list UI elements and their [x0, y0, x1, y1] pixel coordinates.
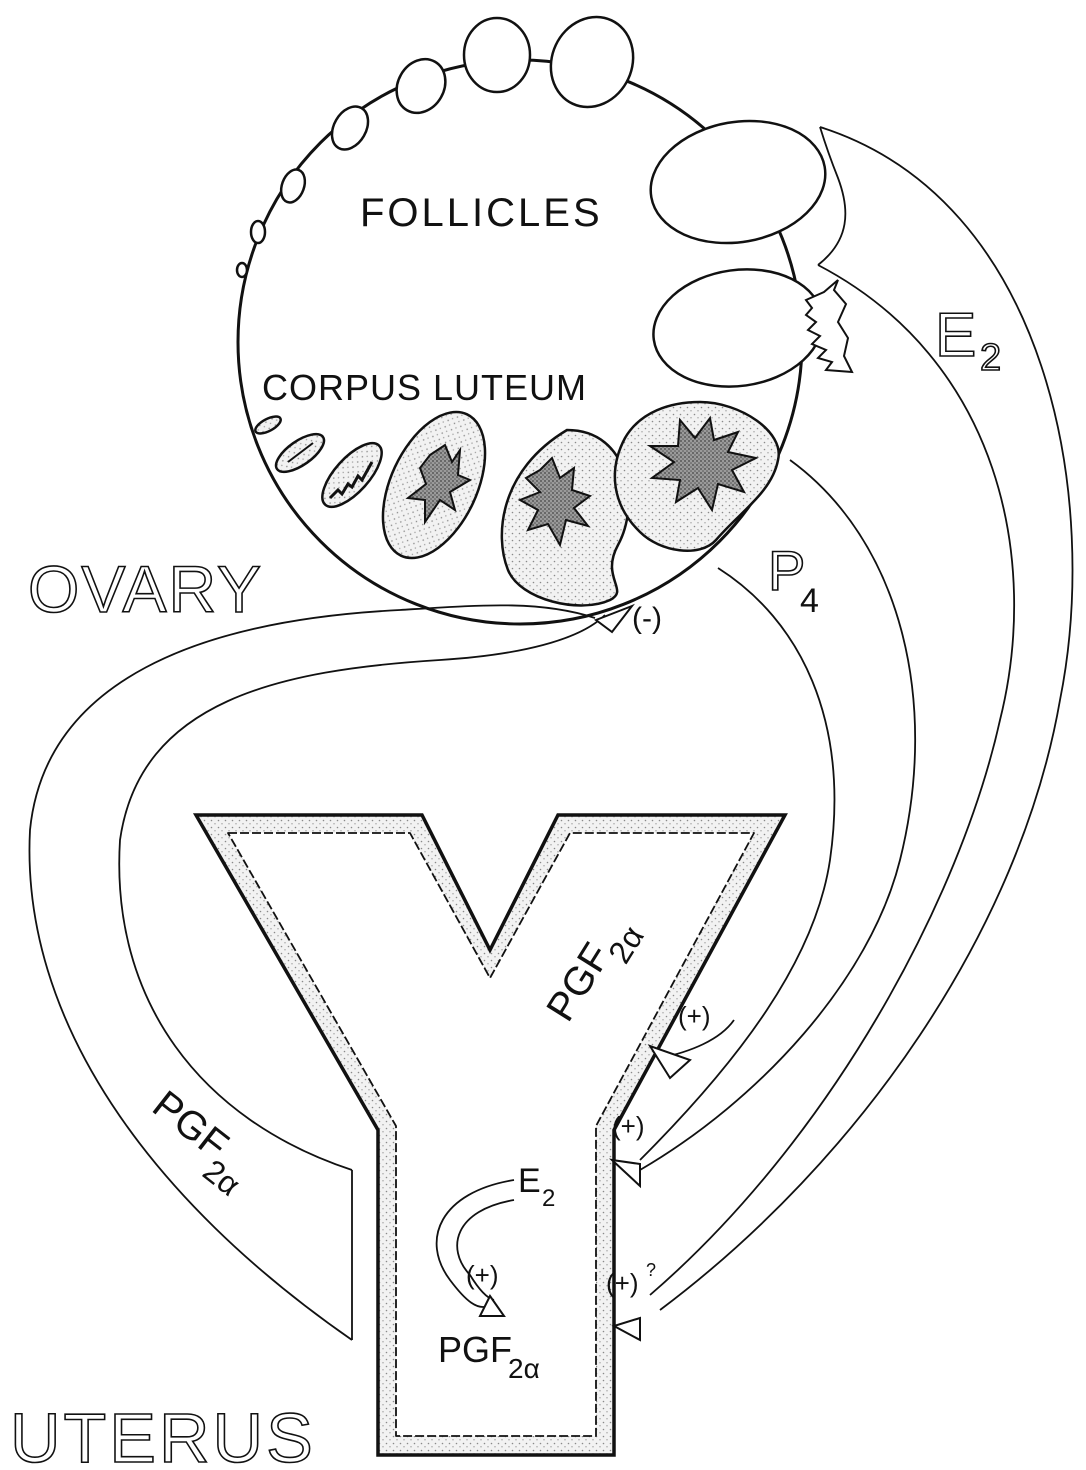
follicle	[251, 221, 265, 243]
follicle	[237, 263, 247, 277]
local-pgf-base: PGF	[438, 1329, 512, 1370]
arrow-pgf-wall	[650, 1046, 690, 1078]
local-pgf-sub: 2α	[508, 1353, 540, 1384]
corpus-luteum-label: CORPUS LUTEUM	[262, 367, 587, 408]
local-e2-base: E	[518, 1162, 541, 1200]
e2-pathway-source	[818, 127, 845, 265]
follicles-label: FOLLICLES	[360, 191, 603, 235]
uncertain-mark: ?	[646, 1260, 656, 1280]
uterus-label: UTERUS	[10, 1399, 316, 1470]
stim-label-p4: (+)	[678, 1001, 711, 1031]
e2-base: E	[935, 301, 976, 370]
stim-label-local: (+)	[466, 1260, 499, 1290]
stim-label-e2: (+)	[612, 1111, 645, 1141]
ovary	[237, 3, 852, 624]
ovary-label: OVARY	[28, 552, 263, 626]
local-e2-sub: 2	[542, 1185, 555, 1212]
arrow-p4	[612, 1160, 640, 1186]
stim-label-uncertain: (+)	[606, 1268, 639, 1298]
arrow-e2	[614, 1318, 640, 1340]
inhibition-label: (-)	[632, 602, 662, 635]
e2-sub: 2	[980, 337, 1001, 379]
p4-sub: 4	[800, 582, 819, 620]
follicle	[464, 18, 530, 92]
e2-hormone-label: E 2	[935, 301, 1001, 379]
pgf-left-label: PGF 2α	[133, 1082, 263, 1202]
p4-hormone-label: P 4	[768, 539, 819, 620]
